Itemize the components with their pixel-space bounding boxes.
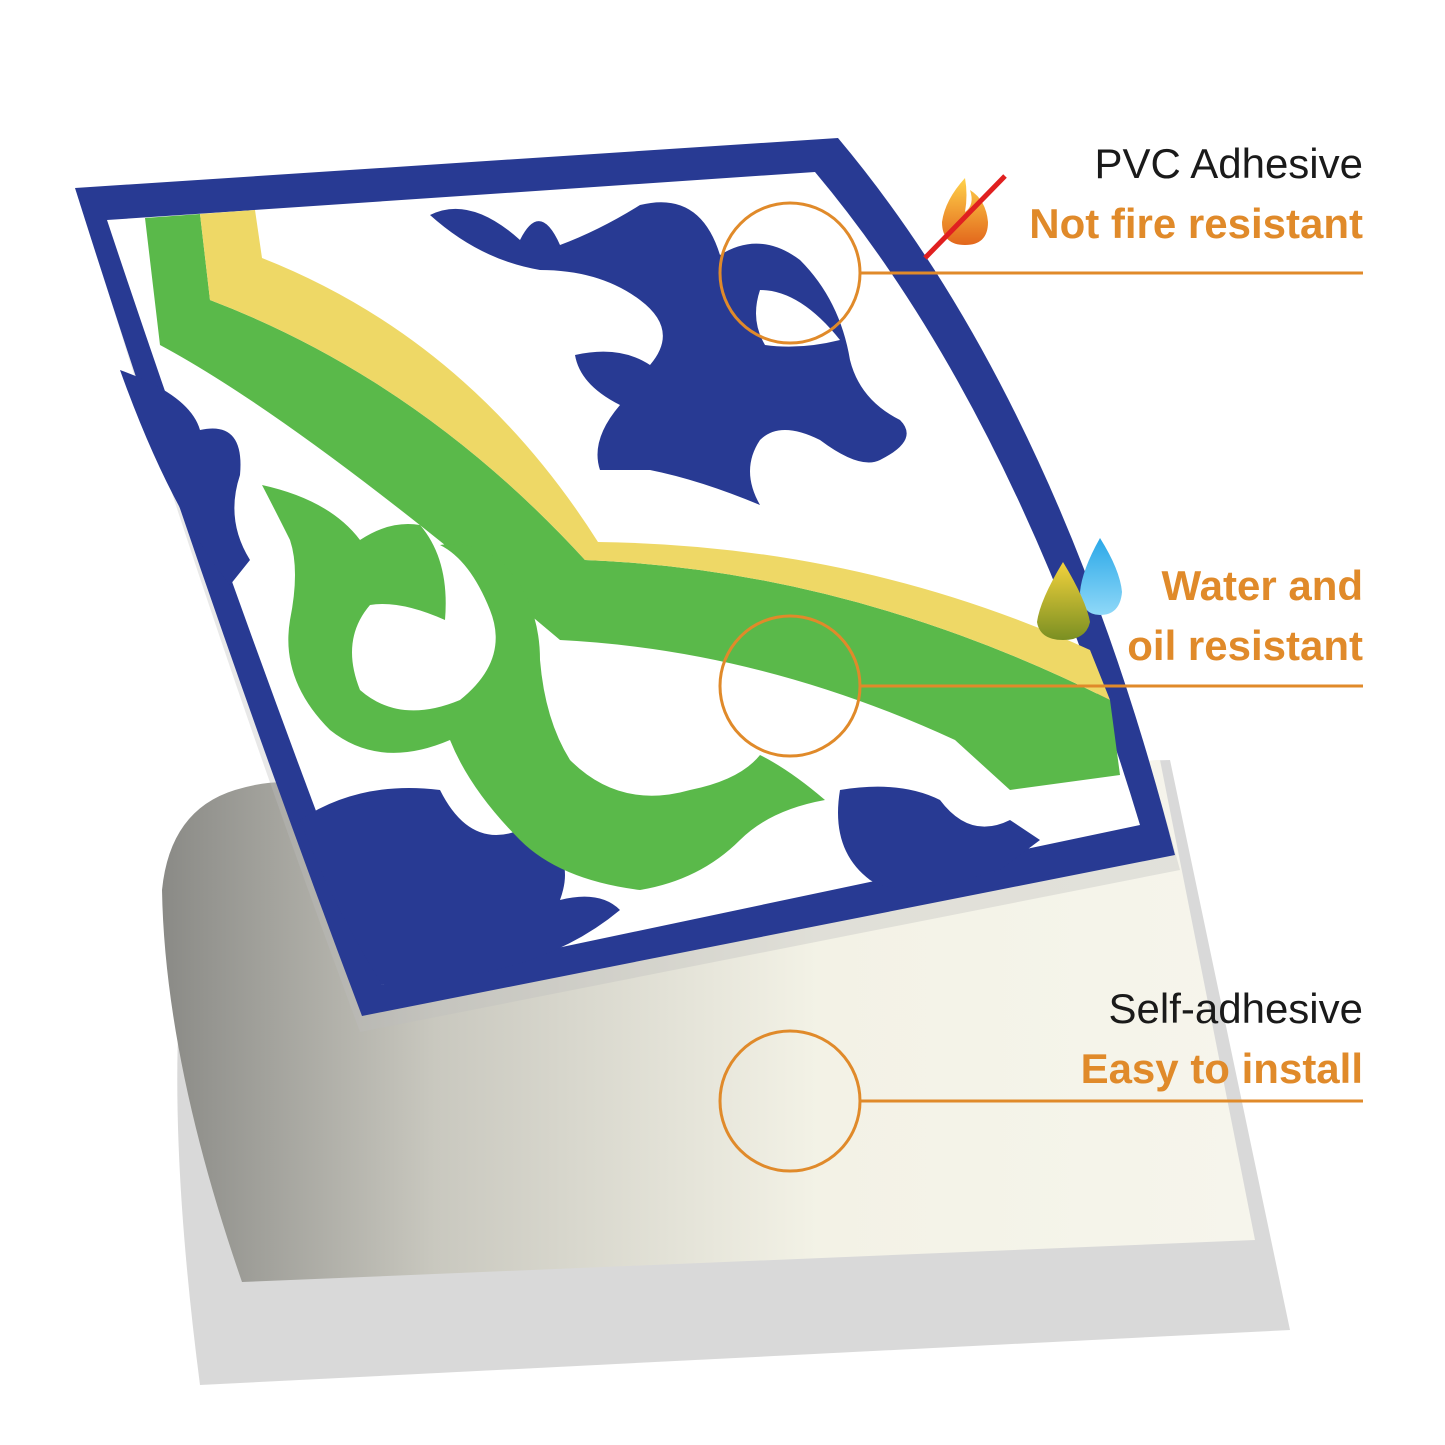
water-and-label: Water and (1161, 562, 1363, 609)
callout-fire (718, 201, 1363, 345)
callout-water-oil (718, 614, 1363, 758)
callout-self-adhesive (718, 1029, 1363, 1173)
self-adhesive-heading: Self-adhesive (1108, 985, 1363, 1032)
easy-to-install-label: Easy to install (1080, 1045, 1363, 1092)
water-oil-drops-icon (1037, 538, 1122, 640)
pvc-adhesive-heading: PVC Adhesive (1094, 140, 1364, 187)
oil-resistant-label: oil resistant (1127, 622, 1363, 669)
tile-sticker (75, 138, 1175, 1016)
not-fire-resistant-label: Not fire resistant (1029, 200, 1363, 247)
crossed-fire-icon (923, 174, 1007, 260)
